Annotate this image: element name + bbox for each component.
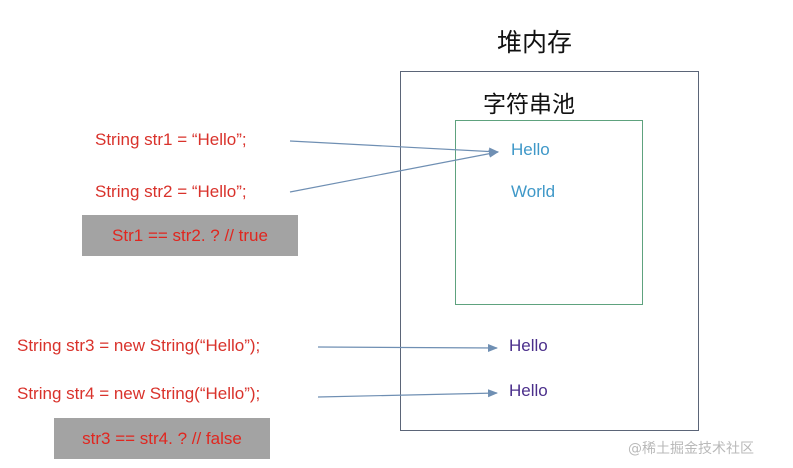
code-line-str1: String str1 = “Hello”; (95, 130, 247, 149)
arrow-str1-to-pool-hello (289, 140, 499, 156)
code-line-str3: String str3 = new String(“Hello”); (17, 336, 261, 355)
arrow-str4-to-heap-hello (317, 389, 498, 398)
comparison-text-1: Str1 == str2. ? // true (112, 225, 268, 245)
heap-memory-box (400, 71, 699, 431)
string-pool-title: 字符串池 (483, 92, 575, 118)
comparison-box-2: str3 == str4. ? // false (54, 418, 270, 459)
string-pool-box (455, 120, 643, 305)
code-line-str4: String str4 = new String(“Hello”); (17, 384, 261, 403)
watermark-text: @稀土掘金技术社区 (628, 441, 754, 457)
heap-object-hello-1: Hello (509, 336, 548, 355)
pool-word-hello: Hello (511, 140, 550, 159)
arrow-str2-to-pool-hello (289, 149, 499, 193)
heap-memory-title: 堆内存 (497, 28, 573, 57)
comparison-box-1: Str1 == str2. ? // true (82, 215, 298, 256)
pool-word-world: World (511, 182, 556, 201)
arrow-str3-to-heap-hello (317, 343, 498, 352)
comparison-text-2: str3 == str4. ? // false (82, 428, 242, 448)
code-line-str2: String str2 = “Hello”; (95, 182, 247, 201)
heap-object-hello-2: Hello (509, 381, 548, 400)
